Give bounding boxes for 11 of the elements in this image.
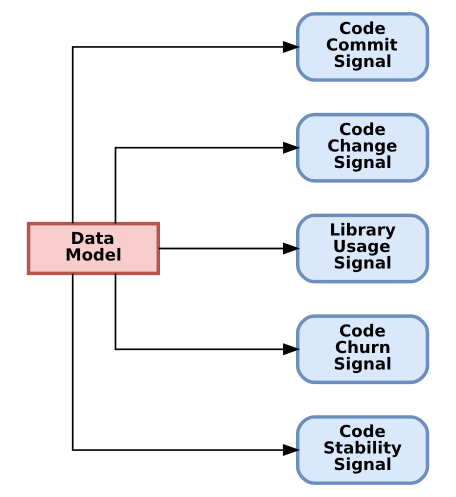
node-box: Code Churn Signal — [296, 314, 430, 384]
arrow — [114, 142, 300, 224]
node-box: Data Model — [26, 222, 160, 276]
arrow — [72, 274, 300, 456]
arrow — [114, 273, 300, 356]
arrow — [72, 40, 300, 224]
node-box: Code Commit Signal — [296, 12, 430, 82]
arrow — [158, 242, 300, 254]
node-box: Library Usage Signal — [296, 214, 430, 284]
node-box: Code Stability Signal — [296, 415, 430, 485]
node-box: Code Change Signal — [296, 112, 430, 183]
